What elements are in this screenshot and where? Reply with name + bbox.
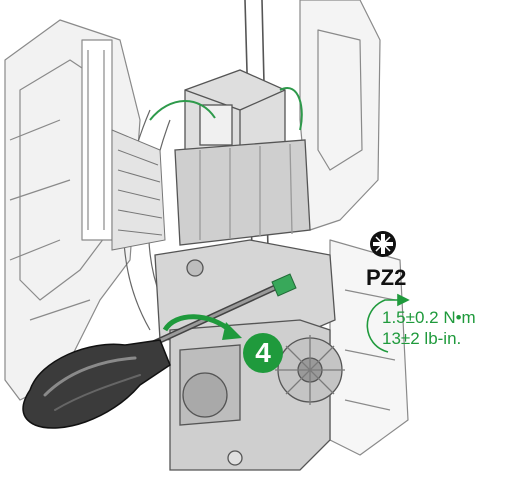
step-number: 4 (255, 337, 271, 368)
coil-assembly (149, 69, 311, 246)
bit-size-label: PZ2 (366, 265, 407, 290)
rotation-arrow-icon (162, 314, 242, 340)
torque-arrow-icon (366, 293, 410, 353)
lower-module (154, 239, 345, 471)
torque-metric-label: 1.5±0.2 N•m (382, 308, 476, 327)
screwdriver-icon (22, 273, 297, 429)
pozidriv-icon (370, 231, 396, 257)
gear-segment (111, 129, 166, 251)
step-badge (243, 333, 283, 373)
torque-imperial-label: 13±2 lb-in. (382, 329, 462, 348)
